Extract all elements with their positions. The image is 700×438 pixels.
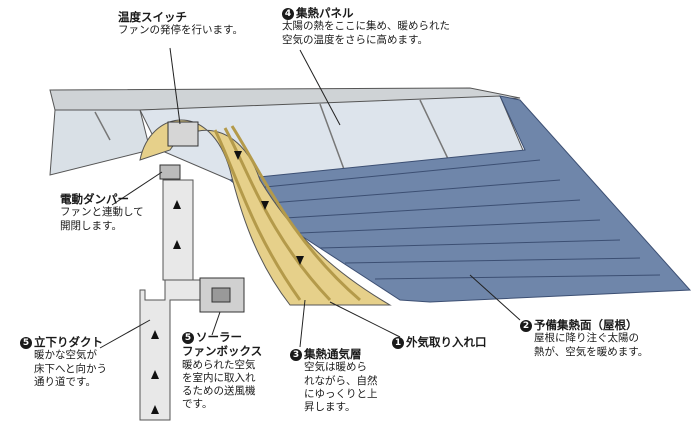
intake-title: 外気取り入れ口	[406, 335, 487, 349]
label-thermo-switch: 温度スイッチ ファンの発停を行います。	[118, 10, 243, 38]
fanbox-desc: 暖められた空気 を室内に取入れ るための送風機 です。	[182, 358, 256, 411]
fanbox-number: 5	[182, 332, 194, 344]
label-damper: 電動ダンパー ファンと連動して 開閉します。	[60, 192, 144, 233]
thermo-title: 温度スイッチ	[118, 10, 187, 24]
roof-number: 2	[520, 320, 532, 332]
damper-desc: ファンと連動して 開閉します。	[60, 206, 144, 232]
roof-title: 予備集熱面（屋根）	[534, 318, 638, 332]
intake-number: 1	[392, 337, 404, 349]
fanbox-title: ソーラー ファンボックス	[182, 330, 263, 359]
panel-desc: 太陽の熱をここに集め、暖められた 空気の温度をさらに高めます。	[282, 20, 450, 46]
damper-icon	[159, 164, 181, 180]
panel-title: 集熱パネル	[296, 6, 354, 20]
arrow-icon	[151, 151, 304, 414]
roof-desc: 屋根に降り注ぐ太陽の 熱が、空気を暖めます。	[534, 332, 649, 358]
duct-title: 立下りダクト	[34, 335, 103, 349]
channel-number: 3	[290, 349, 302, 361]
channel-desc: 空気は暖めら れながら、自然 にゆっくりと上 昇します。	[304, 361, 378, 413]
thermo-desc: ファンの発停を行います。	[118, 24, 243, 37]
descent-duct	[162, 179, 194, 281]
channel-title: 集熱通気層	[304, 347, 362, 361]
duct-desc: 暖かな空気が 床下へと向かう 通り道です。	[34, 349, 107, 388]
damper-title: 電動ダンパー	[60, 192, 129, 206]
panel-number: 4	[282, 8, 294, 20]
thermo-switch	[167, 121, 199, 147]
duct-number: 5	[20, 337, 32, 349]
roof-surface	[228, 95, 692, 303]
